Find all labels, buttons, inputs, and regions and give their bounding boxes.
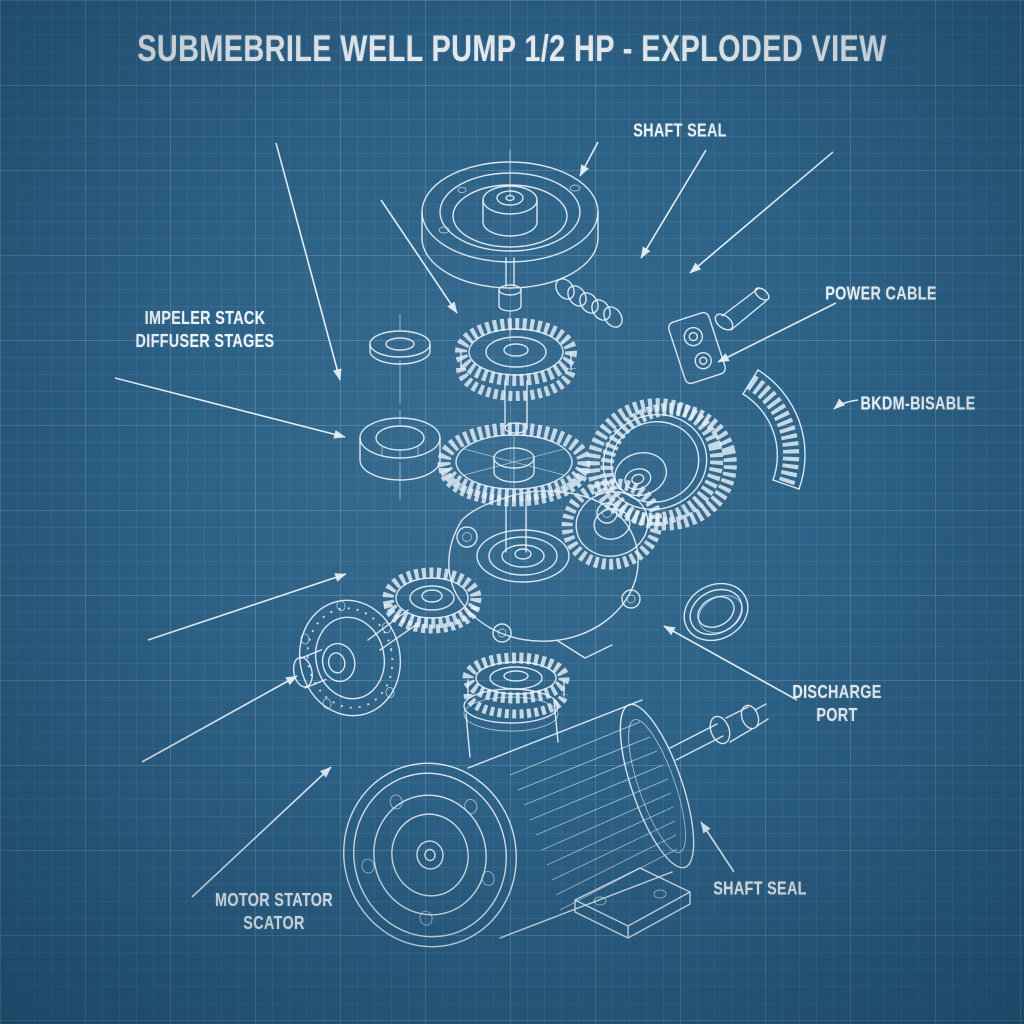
- stage-gear: [367, 567, 482, 651]
- leader-arrows: [114, 141, 859, 898]
- coil-spring: [555, 278, 623, 328]
- label-impeller-stack: IMPELER STACK DIFFUSER STAGES: [135, 308, 275, 351]
- electric-motor: [343, 688, 769, 948]
- title-text: SUBMEBRILE WELL PUMP 1/2 HP - EXPLODED V…: [137, 28, 887, 69]
- label-shaft-seal-bottom: SHAFT SEAL: [713, 878, 807, 899]
- side-gear: [561, 478, 663, 570]
- page-title: SUBMEBRILE WELL PUMP 1/2 HP - EXPLODED V…: [31, 28, 992, 70]
- label-motor-stator: MOTOR STATOR SCATOR: [215, 890, 333, 933]
- pump-housing: [448, 490, 641, 659]
- thrust-washer: [369, 314, 431, 404]
- o-ring-seal: [683, 582, 749, 642]
- label-shaft-seal-top: SHAFT SEAL: [633, 120, 727, 141]
- label-power-cable: POWER CABLE: [825, 283, 937, 304]
- seal-flange-wheel: [292, 599, 402, 717]
- label-badm-bisable: BKDM-BISABLE: [860, 393, 976, 414]
- label-discharge-port: DISCHARGE PORT: [792, 682, 882, 725]
- top-shaft-seal-plate: [421, 150, 599, 340]
- coupling-bevel-gear: [462, 652, 570, 719]
- curved-gear-segment: [742, 369, 806, 490]
- power-cable-connector: [667, 287, 770, 385]
- impeller-gear: [455, 318, 577, 434]
- ball-bearing: [359, 410, 441, 500]
